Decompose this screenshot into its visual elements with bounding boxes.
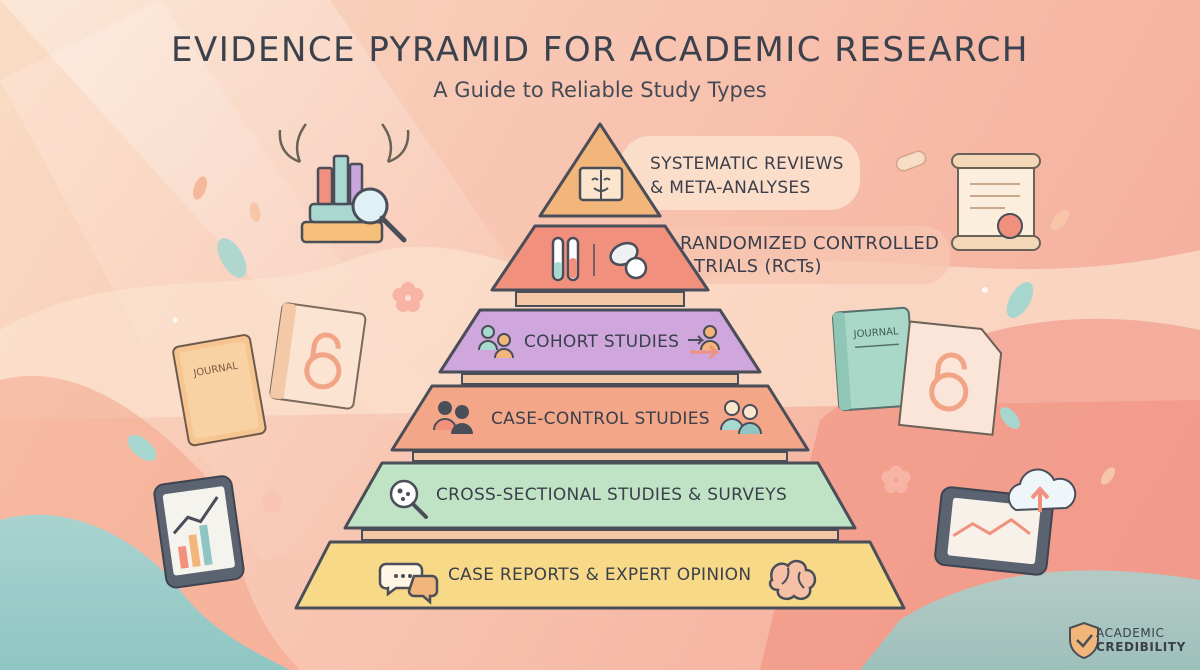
brand-line1: ACADEMIC xyxy=(1096,626,1165,640)
leaf-icon xyxy=(1006,281,1034,319)
tier-2-label-line2: TRIALS (RCTs) xyxy=(694,256,822,277)
page-subtitle: A Guide to Reliable Study Types xyxy=(433,78,767,102)
magnifier-cells-icon xyxy=(389,479,428,519)
leaf-icon xyxy=(193,176,207,200)
flower-icon xyxy=(392,282,424,312)
open-book-icon xyxy=(578,166,624,202)
sparkle-dot xyxy=(982,287,988,293)
tier-1-label-line2: & META-ANALYSES xyxy=(650,178,811,198)
leaf-icon xyxy=(217,238,247,278)
right-journal-label: JOURNAL xyxy=(852,326,899,340)
flower-icon xyxy=(881,465,911,493)
brain-icon xyxy=(768,559,817,601)
journal-book-icon: JOURNAL xyxy=(172,334,267,447)
books-magnifier-icon xyxy=(278,123,410,244)
brand-shield-icon xyxy=(1069,621,1099,660)
page-title: EVIDENCE PYRAMID FOR ACADEMIC RESEARCH xyxy=(171,30,1029,70)
pyramid-tier-5 xyxy=(343,461,857,530)
tablet-cloud-upload-icon xyxy=(934,468,1077,576)
pyramid-tier-4 xyxy=(390,384,810,452)
open-access-book-icon xyxy=(269,302,367,410)
tier-separator xyxy=(515,291,685,307)
leaf-icon xyxy=(249,202,261,222)
tier-1-label-pill xyxy=(620,136,860,210)
tier-3-label: COHORT STUDIES xyxy=(524,332,680,352)
tier-5-label: CROSS-SECTIONAL STUDIES & SURVEYS xyxy=(436,485,788,505)
brand-line2: CREDIBILITY xyxy=(1096,640,1186,654)
test-tubes-pills-icon xyxy=(551,236,648,282)
leaf-icon xyxy=(1051,210,1069,230)
open-access-file-icon xyxy=(897,320,1003,436)
leaf-icon xyxy=(1100,467,1116,485)
people-arrow-icon xyxy=(478,325,720,360)
tier-separator xyxy=(461,373,739,385)
teal-wave-right xyxy=(860,570,1200,670)
pyramid-tier-2 xyxy=(490,224,710,292)
tier-separator xyxy=(412,451,788,462)
tier-1-label-line1: SYSTEMATIC REVIEWS xyxy=(650,154,844,174)
speech-bubbles-icon xyxy=(378,562,439,605)
diploma-scroll-icon xyxy=(895,150,1041,251)
flower-icon xyxy=(261,491,283,512)
leaf-icon xyxy=(127,435,157,461)
brand-logo: ACADEMIC CREDIBILITY xyxy=(1096,626,1186,654)
people-pair-icon xyxy=(433,400,762,435)
pyramid-tier-6 xyxy=(294,540,906,610)
journal-book-icon: JOURNAL xyxy=(832,306,916,412)
tier-2-label-line1: RANDOMIZED CONTROLLED xyxy=(680,233,940,254)
tier-6-label: CASE REPORTS & EXPERT OPINION xyxy=(448,565,752,585)
tier-separator xyxy=(361,529,839,541)
sparkle-dot xyxy=(172,317,178,323)
leaf-icon xyxy=(1000,407,1020,429)
teal-wave-left xyxy=(0,514,290,670)
tier-2-label-pill xyxy=(650,226,950,284)
pyramid-tier-3 xyxy=(438,308,762,374)
tablet-chart-icon xyxy=(153,475,245,589)
tier-4-label: CASE-CONTROL STUDIES xyxy=(491,409,710,429)
tier-1-label: SYSTEMATIC REVIEWS & META-ANALYSES xyxy=(650,152,844,200)
tier-2-label: RANDOMIZED CONTROLLED TRIALS (RCTs) xyxy=(680,232,939,278)
